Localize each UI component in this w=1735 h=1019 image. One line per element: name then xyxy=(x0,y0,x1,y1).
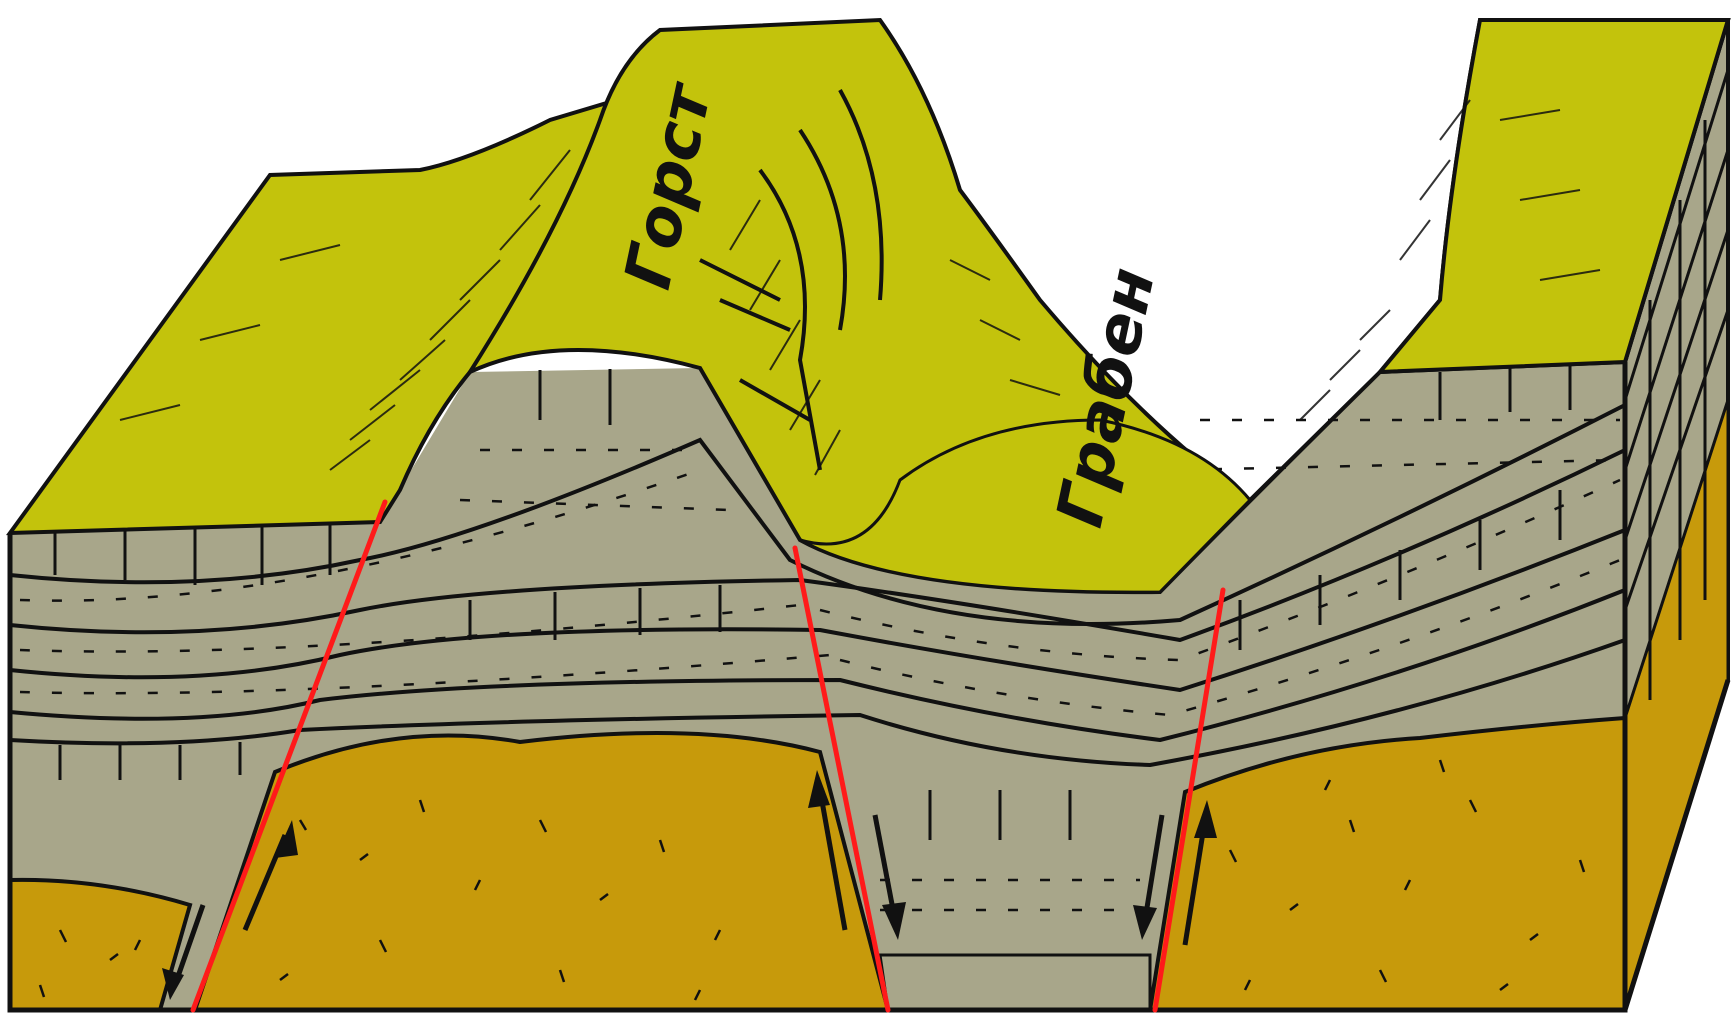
horst-graben-block-diagram: Горст Грабен xyxy=(0,0,1735,1019)
